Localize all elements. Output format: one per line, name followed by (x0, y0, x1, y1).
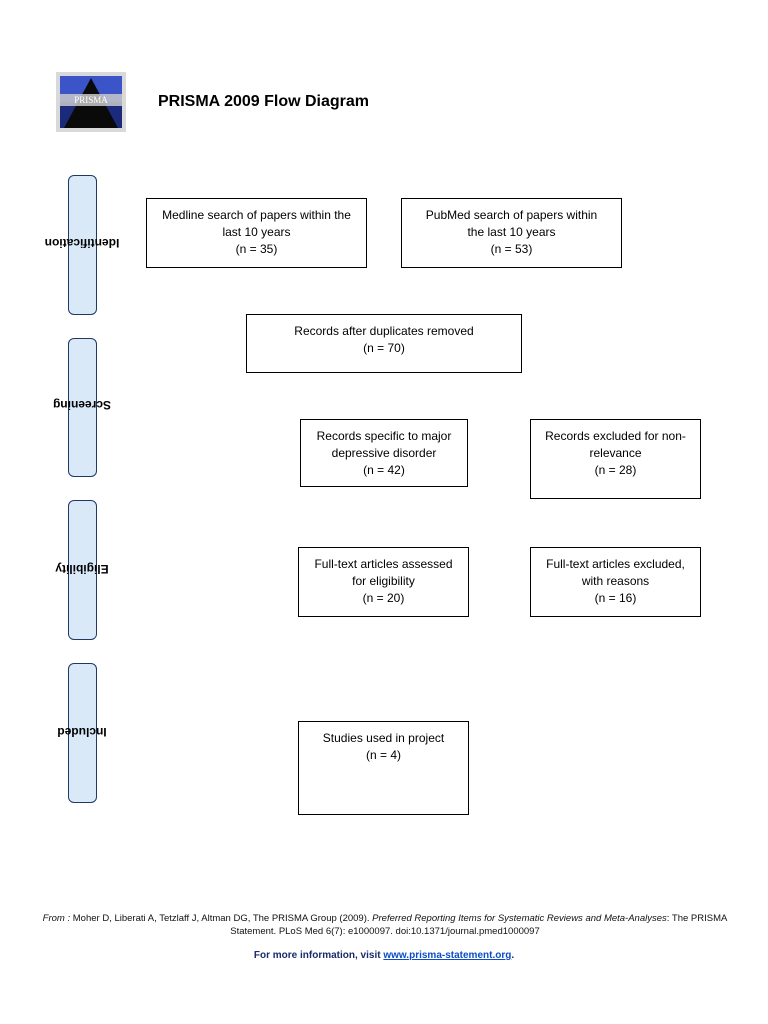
phase-label-eligibility: Eligibility (55, 562, 109, 576)
box-count: (n = 35) (235, 242, 278, 256)
box-text: Full-text articles assessed (314, 557, 453, 571)
prisma-logo: PRISMA (56, 72, 126, 132)
citation: From : Moher D, Liberati A, Tetzlaff J, … (40, 912, 730, 938)
box-text: last 10 years (222, 225, 291, 239)
box-count: (n = 70) (363, 341, 405, 355)
box-text: Studies used in project (322, 731, 445, 745)
box-duplicates-removed: Records after duplicates removed (n = 70… (246, 314, 522, 373)
box-text: Records specific to major (316, 429, 452, 443)
citation-title: Preferred Reporting Items for Systematic… (372, 913, 667, 924)
logo-text: PRISMA (74, 95, 108, 105)
phase-label-included: Included (57, 725, 107, 739)
more-info-period: . (511, 950, 515, 961)
box-count: (n = 28) (594, 463, 637, 477)
box-fulltext-excluded: Full-text articles excluded, with reason… (530, 547, 701, 617)
box-text: for eligibility (352, 574, 415, 588)
box-records-excluded: Records excluded for non- relevance (n =… (530, 419, 701, 499)
box-count: (n = 16) (594, 591, 637, 605)
box-text: PubMed search of papers within (425, 208, 598, 222)
box-text: Records excluded for non- (545, 429, 686, 443)
box-text: the last 10 years (467, 225, 556, 239)
box-fulltext-assessed: Full-text articles assessed for eligibil… (298, 547, 469, 617)
phase-bar-eligibility (68, 500, 97, 640)
box-medline-search: Medline search of papers within the last… (146, 198, 367, 268)
box-text: with reasons (581, 574, 650, 588)
box-pubmed-search: PubMed search of papers within the last … (401, 198, 622, 268)
prisma-website-link[interactable]: www.prisma-statement.org (383, 950, 512, 961)
page-title: PRISMA 2009 Flow Diagram (158, 93, 370, 110)
phase-label-screening: Screening (52, 398, 112, 412)
citation-from-label: From : (42, 913, 71, 924)
citation-authors: Moher D, Liberati A, Tetzlaff J, Altman … (70, 913, 373, 924)
phase-bar-screening (68, 338, 97, 477)
box-text: Records after duplicates removed (294, 324, 474, 338)
citation-details: : The PRISMA Statement. PLoS Med 6(7): e… (230, 913, 728, 937)
box-count: (n = 4) (365, 748, 401, 762)
more-info-text: For more information, visit (253, 950, 384, 961)
box-text: Medline search of papers within the (162, 208, 351, 222)
phase-bar-included (68, 663, 97, 803)
box-text: relevance (589, 446, 642, 460)
phase-bar-identification (68, 175, 97, 315)
more-info: For more information, visit www.prisma-s… (0, 950, 768, 961)
box-count: (n = 53) (490, 242, 533, 256)
box-text: depressive disorder (331, 446, 437, 460)
box-records-mdd: Records specific to major depressive dis… (300, 419, 468, 487)
box-studies-included: Studies used in project (n = 4) (298, 721, 469, 815)
box-text: Full-text articles excluded, (546, 557, 685, 571)
box-count: (n = 42) (363, 463, 405, 477)
phase-label-identification: Identification (44, 236, 120, 250)
box-count: (n = 20) (362, 591, 405, 605)
